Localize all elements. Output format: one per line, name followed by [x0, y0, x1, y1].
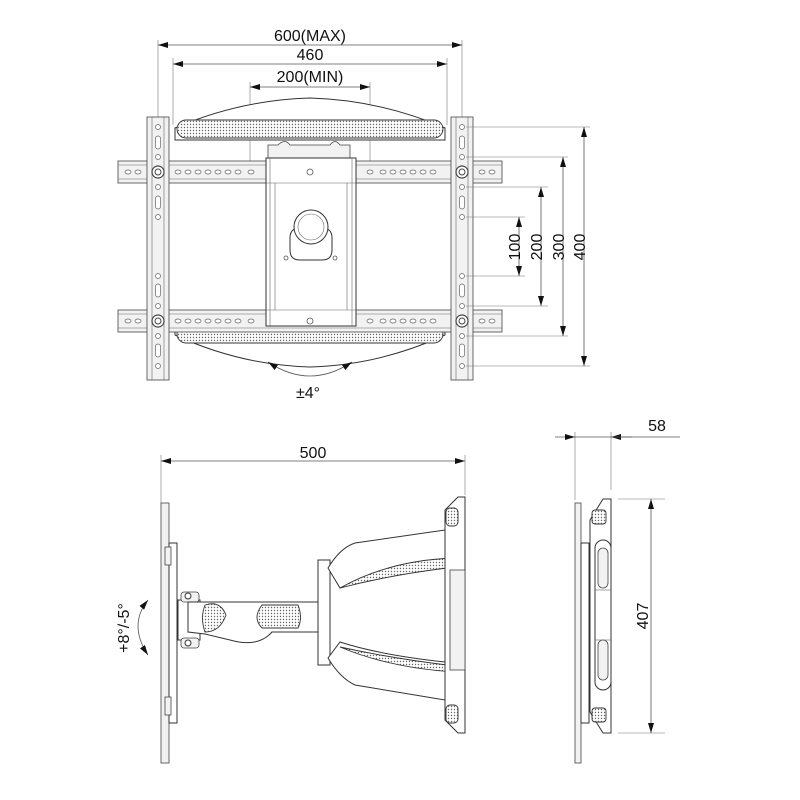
- tilt-label: +8°/-5°: [116, 603, 133, 653]
- height-407-label: 407: [635, 603, 652, 630]
- width-max-label: 600(MAX): [274, 28, 346, 45]
- width-460-label: 460: [297, 47, 324, 64]
- right-vertical-bracket: [450, 116, 474, 381]
- height-400-label: 400: [572, 234, 589, 261]
- swivel-label: ±4°: [296, 385, 320, 402]
- height-100-label: 100: [507, 234, 524, 261]
- depth-label: 58: [648, 418, 666, 435]
- left-vertical-bracket: [146, 116, 170, 381]
- side-view: [137, 455, 466, 764]
- width-min-label: 200(MIN): [277, 69, 344, 86]
- height-300-label: 300: [551, 234, 568, 261]
- front-view: [117, 40, 590, 381]
- profile-view: [555, 432, 680, 764]
- extension-label: 500: [300, 445, 327, 462]
- wall-plate: [265, 157, 357, 327]
- height-200-label: 200: [529, 234, 546, 261]
